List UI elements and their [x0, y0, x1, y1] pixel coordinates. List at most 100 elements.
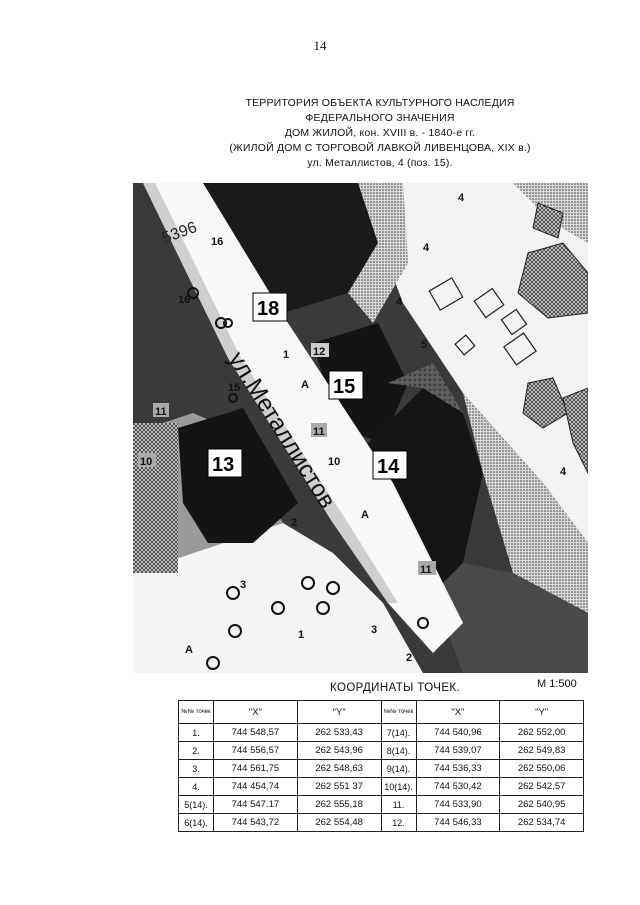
table-cell: 12. — [380, 813, 417, 832]
svg-text:11: 11 — [420, 564, 432, 576]
textured-zone-2 — [463, 393, 588, 613]
column-header: "Y" — [296, 700, 382, 724]
header-line-5: ул. Металлистов, 4 (поз. 15). — [307, 157, 453, 169]
table-cell: 262 533,43 — [296, 723, 382, 742]
svg-text:11: 11 — [313, 426, 325, 438]
map-small-labels: 16 16 15 11 10 12 11 10 11 5 4 4 4 3 2 1… — [138, 192, 567, 664]
svg-text:А: А — [301, 379, 309, 391]
table-cell: 262 552,00 — [499, 723, 584, 742]
svg-text:5: 5 — [421, 339, 427, 351]
table-cell: 744 530,42 — [415, 777, 501, 796]
table-cell: 9(14). — [380, 759, 417, 778]
svg-text:4: 4 — [396, 296, 403, 308]
svg-text:15: 15 — [228, 382, 240, 394]
table-cell: 744 540,96 — [415, 723, 501, 742]
building-14-label: 14 — [377, 456, 400, 478]
header-line-1: ТЕРРИТОРИЯ ОБЪЕКТА КУЛЬТУРНОГО НАСЛЕДИЯ — [245, 97, 515, 109]
building-13-label: 13 — [212, 454, 234, 476]
table-cell: 744 536,33 — [415, 759, 501, 778]
table-cell: 4. — [178, 777, 214, 796]
table-cell: 744 454,74 — [213, 777, 298, 796]
table-cell: 1. — [178, 723, 214, 742]
svg-text:2: 2 — [406, 652, 412, 664]
west-strip — [133, 423, 178, 573]
textured-zone-3 — [388, 363, 463, 413]
street-band — [143, 183, 463, 653]
table-cell: 8(14). — [380, 741, 417, 760]
table-cell: 5(14). — [178, 795, 214, 814]
svg-text:3: 3 — [240, 579, 246, 591]
table-cell: 262 534,74 — [499, 813, 584, 832]
building-15-label: 15 — [333, 376, 355, 398]
table-cell: 7(14). — [380, 723, 417, 742]
table-cell: 10(14). — [380, 777, 417, 796]
svg-text:10: 10 — [328, 456, 340, 468]
svg-text:16: 16 — [211, 236, 223, 248]
table-cell: 744 543,72 — [213, 813, 298, 832]
east-houses — [428, 277, 537, 366]
table-cell: 744 548,57 — [213, 723, 298, 742]
south-ground — [133, 523, 423, 673]
east-blocks — [517, 202, 588, 474]
table-cell: 262 555,18 — [296, 795, 382, 814]
table-cell: 11. — [380, 795, 417, 814]
textured-zone-1 — [348, 183, 408, 323]
building-labels: 18 15 14 13 — [207, 292, 408, 480]
map-markers — [187, 287, 429, 670]
building-18-label: 18 — [257, 298, 279, 320]
svg-text:12: 12 — [313, 346, 325, 358]
header-line-4: (ЖИЛОЙ ДОМ С ТОРГОВОЙ ЛАВКОЙ ЛИВЕНЦОВА, … — [229, 142, 531, 154]
column-header: "X" — [213, 700, 298, 724]
table-cell: 262 554,48 — [296, 813, 382, 832]
table-cell: 262 543,96 — [296, 741, 382, 760]
svg-text:А: А — [361, 509, 369, 521]
header-line-2: ФЕДЕРАЛЬНОГО ЗНАЧЕНИЯ — [305, 112, 455, 124]
table-cell: 262 542,57 — [499, 777, 584, 796]
column-header: "Y" — [499, 700, 584, 724]
table-cell: 262 540,95 — [499, 795, 584, 814]
header-line-3: ДОМ ЖИЛОЙ, кон. XVIII в. - 1840-е гг. — [284, 127, 476, 139]
svg-text:2: 2 — [291, 517, 297, 529]
table-cell: 262 548,63 — [296, 759, 382, 778]
table-cell: 2. — [178, 741, 214, 760]
svg-text:3: 3 — [371, 624, 377, 636]
table-cell: 744 539,07 — [415, 741, 501, 760]
table-cell: 744 556,57 — [213, 741, 298, 760]
table-cell: 744 547.17 — [213, 795, 298, 814]
column-header: №№ точек — [178, 700, 214, 724]
coordinates-title: КООРДИНАТЫ ТОЧЕК. — [330, 682, 461, 694]
svg-text:4: 4 — [560, 466, 567, 478]
textured-zone-4 — [433, 563, 588, 673]
svg-text:1: 1 — [283, 349, 289, 361]
table-cell: 3. — [178, 759, 214, 778]
table-cell: 744 546,33 — [415, 813, 501, 832]
svg-text:10: 10 — [140, 456, 152, 468]
svg-text:А: А — [185, 644, 193, 656]
column-header: "X" — [415, 700, 501, 724]
table-cell: 744 533,90 — [415, 795, 501, 814]
table-cell: 744 561,75 — [213, 759, 298, 778]
street-edge — [143, 183, 398, 603]
table-header-row: №№ точек "X" "Y" №№ точек "X" "Y" — [178, 700, 584, 724]
svg-text:4: 4 — [423, 242, 430, 254]
coordinates-table: №№ точек "X" "Y" №№ точек "X" "Y" 1.744 … — [178, 700, 584, 832]
svg-text:4: 4 — [458, 192, 465, 204]
column-header: №№ точек — [380, 700, 417, 724]
map-scale: М 1:500 — [537, 678, 577, 690]
table-cell: 6(14). — [178, 813, 214, 832]
svg-text:11: 11 — [155, 406, 167, 418]
document-header: ТЕРРИТОРИЯ ОБЪЕКТА КУЛЬТУРНОГО НАСЛЕДИЯ … — [200, 96, 560, 171]
page-number: 14 — [313, 38, 327, 53]
svg-text:16: 16 — [178, 294, 190, 306]
table-cell: 262 549,83 — [499, 741, 584, 760]
site-map: 16 16 15 11 10 12 11 10 11 5 4 4 4 3 2 1… — [133, 183, 588, 673]
svg-text:1: 1 — [298, 629, 304, 641]
table-cell: 262 551 37 — [296, 777, 382, 796]
